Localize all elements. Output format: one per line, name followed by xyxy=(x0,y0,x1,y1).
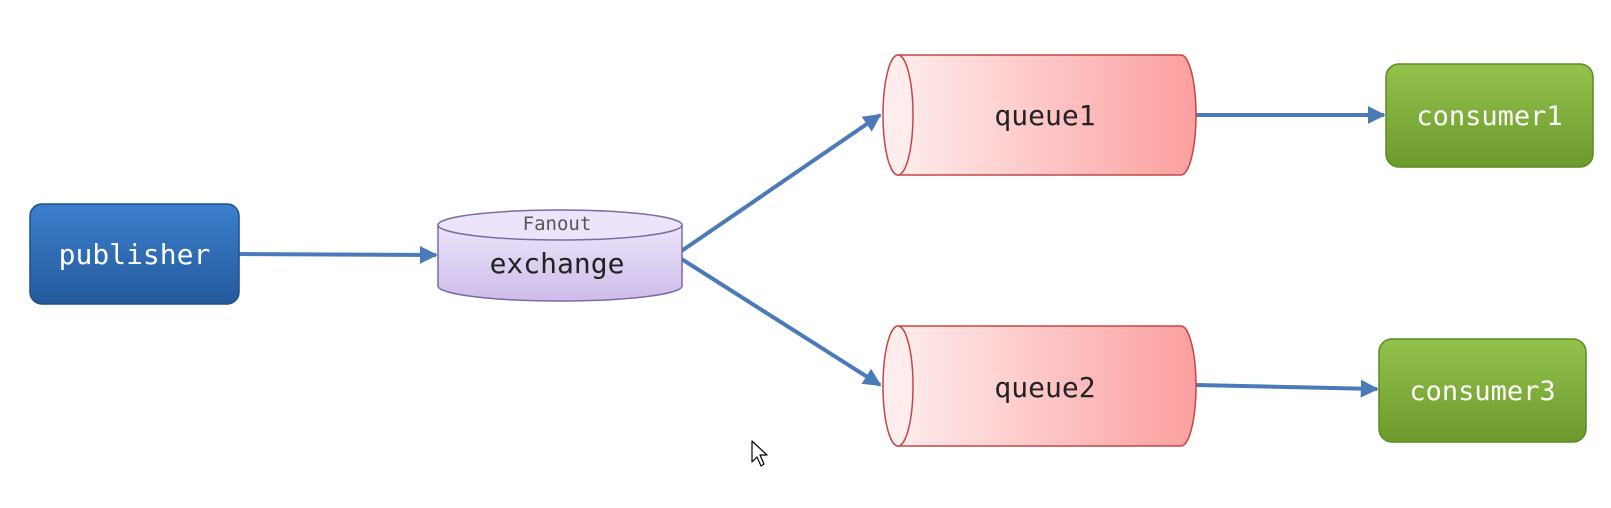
queue2-node: queue2 xyxy=(882,325,1197,447)
edge-exchange-queue2 xyxy=(678,256,882,387)
consumer1-node: consumer1 xyxy=(1385,63,1594,168)
queue2-label: queue2 xyxy=(994,371,1095,404)
consumer3-node: consumer3 xyxy=(1378,338,1587,443)
queue1-label: queue1 xyxy=(994,99,1095,132)
edge-exchange-queue1 xyxy=(678,113,882,254)
mouse-cursor-icon xyxy=(751,440,768,467)
exchange-node: Fanout exchange xyxy=(437,209,683,302)
consumer1-label: consumer1 xyxy=(1416,101,1562,132)
publisher-node: publisher xyxy=(29,203,240,305)
exchange-label: exchange xyxy=(490,247,625,280)
queue1-node: queue1 xyxy=(882,54,1197,176)
consumer3-label: consumer3 xyxy=(1409,376,1555,407)
edge-queue2-consumer3 xyxy=(1195,379,1379,398)
publisher-label: publisher xyxy=(59,238,211,271)
exchange-type-label: Fanout xyxy=(523,213,592,235)
edge-publisher-exchange xyxy=(237,245,438,264)
edges xyxy=(237,106,1386,398)
